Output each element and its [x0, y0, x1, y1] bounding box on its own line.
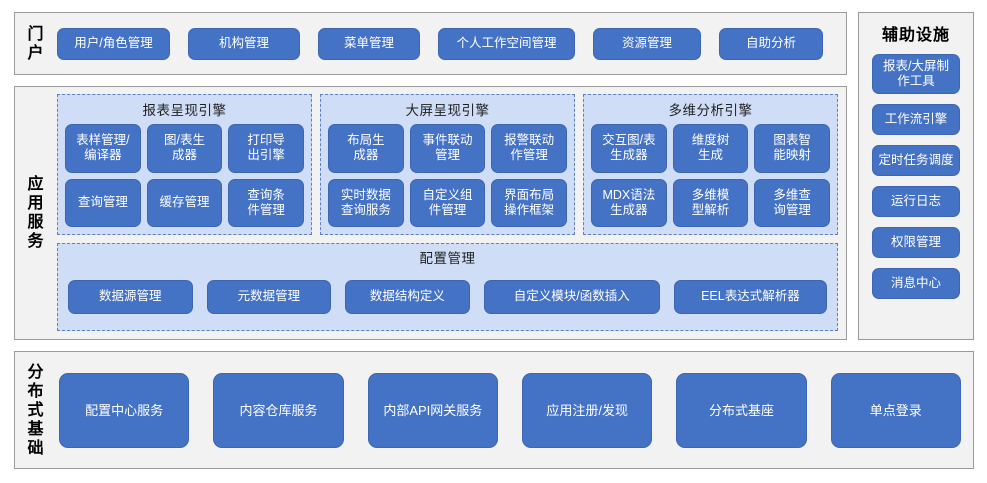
report-item-cache-management[interactable]: 缓存管理 — [146, 178, 223, 227]
config-item-eel-expression-parser[interactable]: EEL表达式解析器 — [673, 279, 827, 314]
auxiliary-facilities-title: 辅助设施 — [881, 27, 950, 44]
portal-section: 门 户 用户/角色管理 机构管理 菜单管理 个人工作空间管理 资源管理 自助分析 — [14, 12, 847, 75]
dashboard-item-ui-layout-operation-framework[interactable]: 界面布局 操作框架 — [491, 178, 567, 227]
olap-item-multidimensional-query-management[interactable]: 多维查 询管理 — [754, 178, 830, 227]
config-item-metadata-management[interactable]: 元数据管理 — [206, 279, 332, 314]
report-item-query-management[interactable]: 查询管理 — [65, 178, 141, 227]
portal-section-label: 门 户 — [27, 25, 45, 62]
olap-item-multidimensional-model-parsing[interactable]: 多维模 型解析 — [672, 178, 749, 227]
report-item-query-condition-management[interactable]: 查询条 件管理 — [228, 178, 304, 227]
dashboard-rendering-engine-panel: 大屏呈现引擎 布局生 成器 事件联动 管理 报警联动 作管理 实时数据 查询服务… — [320, 94, 575, 235]
dashboard-item-realtime-data-query-service[interactable]: 实时数据 查询服务 — [328, 178, 404, 227]
configuration-management-title: 配置管理 — [419, 251, 476, 266]
configuration-management-row: 数据源管理 元数据管理 数据结构定义 自定义模块/函数插入 EEL表达式解析器 — [68, 271, 827, 322]
multidimensional-analysis-engine-title: 多维分析引擎 — [668, 103, 753, 118]
distributed-foundation-section-label: 分 布 式 基 础 — [27, 363, 45, 457]
olap-item-interactive-chart-table-generator[interactable]: 交互图/表 生成器 — [591, 124, 667, 173]
portal-item-resource-management[interactable]: 资源管理 — [593, 27, 701, 60]
portal-item-organization-management[interactable]: 机构管理 — [188, 27, 300, 60]
report-rendering-engine-panel: 报表呈现引擎 表样管理/ 编译器 图/表生 成器 打印导 出引擎 查询管理 缓存… — [57, 94, 312, 235]
olap-item-dimension-tree-generation[interactable]: 维度树 生成 — [672, 124, 749, 173]
dashboard-item-custom-component-management[interactable]: 自定义组 件管理 — [409, 178, 486, 227]
auxiliary-facilities-section: 辅助设施 报表/大屏制 作工具 工作流引擎 定时任务调度 运行日志 权限管理 消… — [858, 12, 974, 340]
multidimensional-analysis-engine-grid: 交互图/表 生成器 维度树 生成 图表智 能映射 MDX语法 生成器 多维模 型… — [591, 124, 830, 227]
dashboard-rendering-engine-title: 大屏呈现引擎 — [405, 103, 490, 118]
base-item-distributed-foundation-platform[interactable]: 分布式基座 — [676, 372, 807, 448]
aux-item-message-center[interactable]: 消息中心 — [872, 268, 960, 299]
portal-item-user-role-management[interactable]: 用户/角色管理 — [57, 27, 170, 60]
dashboard-item-alarm-linkage-action-management[interactable]: 报警联动 作管理 — [491, 124, 567, 173]
base-item-internal-api-gateway-service[interactable]: 内部API网关服务 — [367, 372, 498, 448]
base-item-content-repository-service[interactable]: 内容仓库服务 — [213, 372, 344, 448]
dashboard-rendering-engine-grid: 布局生 成器 事件联动 管理 报警联动 作管理 实时数据 查询服务 自定义组 件… — [328, 124, 567, 227]
olap-item-mdx-syntax-generator[interactable]: MDX语法 生成器 — [591, 178, 667, 227]
auxiliary-facilities-list: 报表/大屏制 作工具 工作流引擎 定时任务调度 运行日志 权限管理 消息中心 — [859, 54, 973, 299]
report-item-chart-table-generator[interactable]: 图/表生 成器 — [146, 124, 223, 173]
config-item-custom-module-function-insertion[interactable]: 自定义模块/函数插入 — [483, 279, 660, 314]
aux-item-report-dashboard-authoring-tool[interactable]: 报表/大屏制 作工具 — [872, 54, 960, 94]
portal-item-self-service-analysis[interactable]: 自助分析 — [719, 27, 823, 60]
application-services-body: 报表呈现引擎 表样管理/ 编译器 图/表生 成器 打印导 出引擎 查询管理 缓存… — [57, 87, 846, 339]
engines-row: 报表呈现引擎 表样管理/ 编译器 图/表生 成器 打印导 出引擎 查询管理 缓存… — [57, 94, 838, 235]
config-item-datasource-management[interactable]: 数据源管理 — [68, 279, 193, 314]
report-rendering-engine-grid: 表样管理/ 编译器 图/表生 成器 打印导 出引擎 查询管理 缓存管理 查询条 … — [65, 124, 304, 227]
portal-button-row: 用户/角色管理 机构管理 菜单管理 个人工作空间管理 资源管理 自助分析 — [57, 27, 846, 60]
application-services-section: 应 用 服 务 报表呈现引擎 表样管理/ 编译器 图/表生 成器 打印导 出引擎… — [14, 86, 847, 340]
distributed-foundation-row: 配置中心服务 内容仓库服务 内部API网关服务 应用注册/发现 分布式基座 单点… — [57, 352, 973, 468]
aux-item-permission-management[interactable]: 权限管理 — [872, 227, 960, 258]
application-services-section-label: 应 用 服 务 — [27, 176, 45, 250]
configuration-management-panel: 配置管理 数据源管理 元数据管理 数据结构定义 自定义模块/函数插入 EEL表达… — [57, 243, 838, 331]
aux-item-workflow-engine[interactable]: 工作流引擎 — [872, 104, 960, 135]
dashboard-item-event-linkage-management[interactable]: 事件联动 管理 — [409, 124, 486, 173]
aux-item-runtime-log[interactable]: 运行日志 — [872, 186, 960, 217]
multidimensional-analysis-engine-panel: 多维分析引擎 交互图/表 生成器 维度树 生成 图表智 能映射 MDX语法 生成… — [583, 94, 838, 235]
portal-item-menu-management[interactable]: 菜单管理 — [318, 27, 420, 60]
olap-item-chart-intelligent-mapping[interactable]: 图表智 能映射 — [754, 124, 830, 173]
report-item-template-management-compiler[interactable]: 表样管理/ 编译器 — [65, 124, 141, 173]
dashboard-item-layout-generator[interactable]: 布局生 成器 — [328, 124, 404, 173]
distributed-foundation-section: 分 布 式 基 础 配置中心服务 内容仓库服务 内部API网关服务 应用注册/发… — [14, 351, 974, 469]
base-item-app-registration-discovery[interactable]: 应用注册/发现 — [521, 372, 653, 448]
config-item-data-structure-definition[interactable]: 数据结构定义 — [345, 279, 470, 314]
base-item-single-sign-on[interactable]: 单点登录 — [830, 372, 961, 448]
portal-item-personal-workspace-management[interactable]: 个人工作空间管理 — [438, 27, 575, 60]
aux-item-scheduled-task-scheduling[interactable]: 定时任务调度 — [872, 145, 960, 176]
report-rendering-engine-title: 报表呈现引擎 — [142, 103, 227, 118]
report-item-print-export-engine[interactable]: 打印导 出引擎 — [228, 124, 304, 173]
base-item-config-center-service[interactable]: 配置中心服务 — [59, 372, 190, 448]
